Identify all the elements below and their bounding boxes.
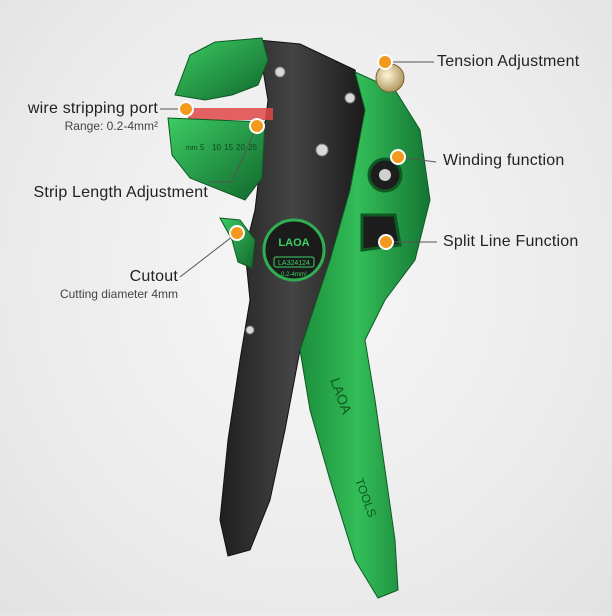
scale-number: 25 [248, 143, 257, 152]
winding-function-callout: Winding function [443, 152, 565, 170]
badge-brand-text: LAOA [278, 237, 309, 249]
tension-adjustment-label: Tension Adjustment [437, 53, 580, 70]
callout-dots [178, 54, 406, 250]
strip-length-scale-body [167, 117, 266, 201]
split-line-callout: Split Line Function [443, 233, 578, 251]
badge-range-text: 0.2-4mm² [281, 272, 307, 278]
cutout-callout: Cutout Cutting diameter 4mm [22, 268, 178, 301]
rivet [344, 92, 356, 104]
rivet [245, 325, 255, 335]
strip-length-label: Strip Length Adjustment [33, 184, 208, 201]
scale-number: 10 [212, 143, 221, 152]
scale-number: 5 [200, 143, 205, 152]
split-line-label: Split Line Function [443, 233, 579, 250]
cutout-diameter: Cutting diameter 4mm [59, 287, 178, 301]
wire-stripping-port-callout: wire stripping port Range: 0.2-4mm² [22, 100, 158, 133]
tension-adjustment-callout: Tension Adjustment [437, 53, 579, 71]
winding-function-label: Winding function [443, 152, 565, 169]
green-upper-jaw [174, 37, 269, 101]
scale-unit: mm [186, 145, 198, 152]
stripping-blade [188, 108, 273, 120]
green-body-handle [299, 71, 431, 599]
scale-number: 15 [224, 143, 233, 152]
cutout-label: Cutout [129, 268, 178, 285]
wire-stripping-port-range: Range: 0.2-4mm² [64, 119, 158, 133]
cutout-hook [219, 217, 256, 269]
brand-badge [262, 218, 326, 282]
strip-length-callout: Strip Length Adjustment [22, 184, 208, 202]
wire-stripping-port-label: wire stripping port [27, 100, 158, 117]
scale-number: 20 [236, 143, 245, 152]
badge-model-text: LA324124 [278, 260, 310, 267]
rivet [315, 143, 329, 157]
rivet [274, 66, 286, 78]
